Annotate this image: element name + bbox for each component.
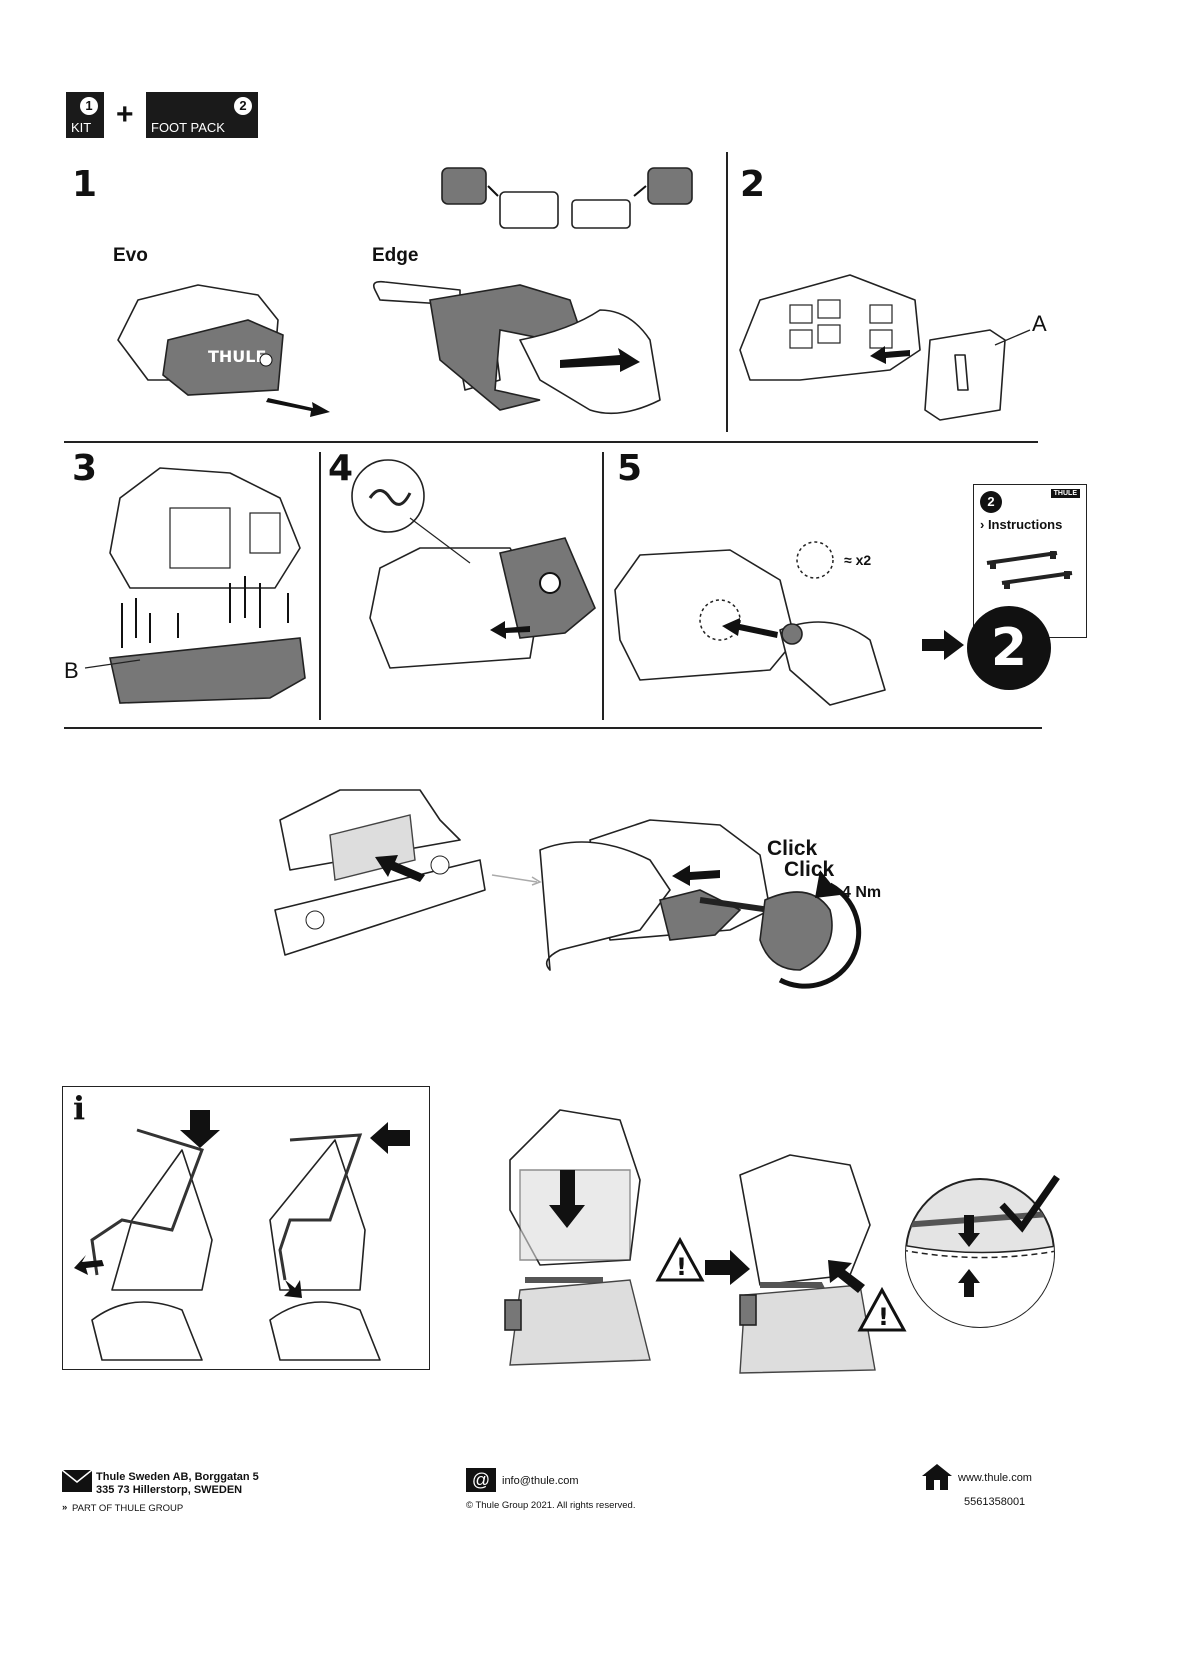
detail-zoom-circle — [905, 1174, 1060, 1328]
info-box: i — [62, 1086, 430, 1370]
info-illustration-right — [269, 1122, 410, 1361]
kit-box-icon: 1 KIT — [66, 92, 104, 138]
go-to-arrow-icon — [922, 630, 964, 660]
step-number-2: 2 — [740, 164, 766, 205]
svg-text:!: ! — [676, 1253, 687, 1281]
booklet-number-badge: 2 — [980, 491, 1002, 513]
address-line-1: Thule Sweden AB, Borggatan 5 — [96, 1471, 259, 1483]
thule-badge: THULE — [1050, 489, 1080, 498]
footpack-box-icon: 2 FOOT PACK — [146, 92, 258, 138]
bracket-fit-illustration-1 — [504, 1109, 651, 1366]
svg-text:THULE: THULE — [208, 347, 266, 366]
step-number-1: 1 — [72, 164, 98, 205]
document-number: 5561358001 — [964, 1496, 1026, 1508]
divider-h-1 — [64, 441, 1038, 443]
go-to-step-badge: 2 — [967, 606, 1051, 690]
home-icon — [922, 1464, 952, 1490]
info-icon: i — [73, 1089, 86, 1127]
divider-v-1 — [726, 152, 728, 432]
plus-sign: + — [116, 98, 134, 131]
copyright-text: © Thule Group 2021. All rights reserved. — [466, 1500, 636, 1511]
footpack-number: 2 — [234, 97, 252, 115]
email-address[interactable]: info@thule.com — [502, 1475, 579, 1487]
torque-tighten-illustration — [539, 819, 862, 989]
roof-bars-icon — [986, 551, 1073, 589]
mail-icon — [61, 1469, 93, 1492]
click-label-2: Click — [784, 858, 835, 881]
footpack-label: FOOT PACK — [151, 120, 225, 135]
part-b-label: B — [64, 658, 79, 683]
divider-v-2 — [319, 452, 321, 720]
step3-illustration — [84, 467, 306, 704]
evo-label: Evo — [113, 245, 148, 266]
email-icon: @ — [466, 1468, 496, 1492]
kit-number: 1 — [80, 97, 98, 115]
edge-label: Edge — [372, 245, 419, 266]
group-label: PART OF THULE GROUP — [72, 1503, 184, 1514]
info-illustration-left — [74, 1110, 220, 1361]
chevron-icon: » — [62, 1502, 68, 1513]
torque-label: 4 Nm — [842, 884, 882, 901]
times-two-label: ≈ x2 — [844, 552, 872, 568]
bracket-insert-illustration — [274, 789, 486, 956]
divider-h-2 — [64, 727, 1042, 729]
svg-text:!: ! — [878, 1303, 889, 1331]
instructions-label: › Instructions — [980, 517, 1063, 532]
step2-illustration — [739, 274, 1031, 421]
step5-illustration — [614, 541, 886, 706]
click-label-1: Click — [767, 837, 818, 860]
step-number-3: 3 — [72, 448, 98, 489]
evo-foot-illustration: THULE — [117, 284, 330, 417]
edge-foot-illustration — [372, 280, 661, 415]
step-number-5: 5 — [617, 448, 643, 489]
foot-parts-illustration — [441, 167, 693, 229]
step4-illustration — [351, 459, 596, 669]
part-a-label-step2: A — [1032, 311, 1047, 336]
address-line-2: 335 73 Hillerstorp, SWEDEN — [96, 1484, 243, 1496]
kit-label: KIT — [71, 120, 92, 135]
step-number-4: 4 — [328, 448, 354, 489]
bracket-fit-illustration-2: ! ! — [655, 1154, 907, 1374]
website-link[interactable]: www.thule.com — [958, 1472, 1032, 1484]
divider-v-3 — [602, 452, 604, 720]
transition-arrow-icon — [491, 874, 542, 886]
